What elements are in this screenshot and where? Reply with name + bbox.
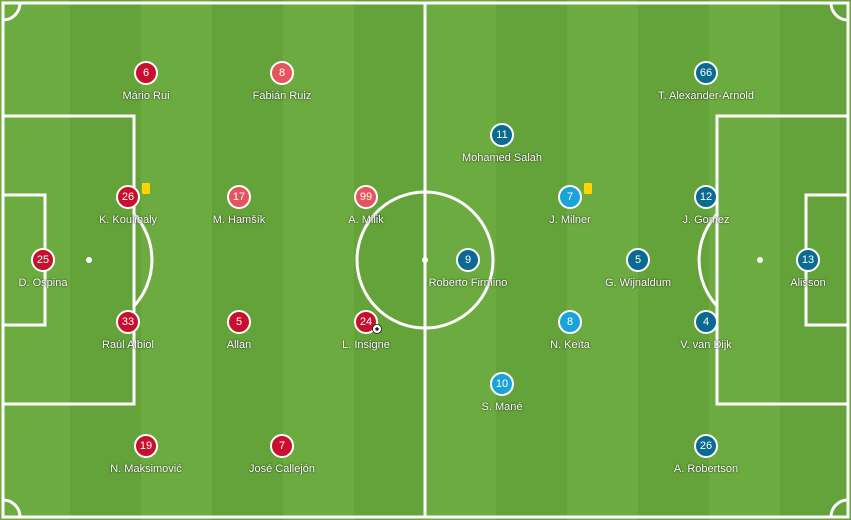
player-name: Raúl Albiol xyxy=(102,339,154,351)
shirt-number-badge: 19 xyxy=(134,434,158,458)
player-name: Mohamed Salah xyxy=(461,152,543,164)
center-spot xyxy=(422,257,428,263)
left-penalty-spot xyxy=(86,257,92,263)
player-name: D. Ospina xyxy=(18,277,68,289)
shirt-number-badge: 5 xyxy=(626,248,650,272)
shirt-number-badge: 7 xyxy=(270,434,294,458)
player-name: S. Mané xyxy=(481,401,523,413)
corner-arc-bottom-left xyxy=(2,498,22,518)
napoli-player[interactable]: 17 M. Hamšík xyxy=(159,185,319,237)
shirt-number-badge: 13 xyxy=(796,248,820,272)
liverpool-player[interactable]: 4 V. van Dijk xyxy=(626,310,786,362)
player-name: G. Wijnaldum xyxy=(604,277,672,289)
player-name: N. Keïta xyxy=(550,339,590,351)
shirt-number-badge: 10 xyxy=(490,372,514,396)
shirt-number-badge: 8 xyxy=(270,61,294,85)
napoli-player[interactable]: 99 A. Milik xyxy=(286,185,446,237)
yellow-card-icon xyxy=(142,183,150,194)
liverpool-player[interactable]: 5 G. Wijnaldum xyxy=(558,248,718,300)
shirt-number-badge: 4 xyxy=(694,310,718,334)
liverpool-player[interactable]: 66 T. Alexander-Arnold xyxy=(626,61,786,113)
shirt-number-badge: 5 xyxy=(227,310,251,334)
player-name: K. Koulibaly xyxy=(98,214,158,226)
shirt-number-badge: 25 xyxy=(31,248,55,272)
player-name: J. Milner xyxy=(549,214,591,226)
center-circle xyxy=(355,190,495,330)
shirt-number-badge: 11 xyxy=(490,123,514,147)
liverpool-player[interactable]: 7 J. Milner xyxy=(490,183,650,237)
player-name: L. Insigne xyxy=(342,339,390,351)
player-name: M. Hamšík xyxy=(212,214,266,226)
player-name: Alisson xyxy=(790,277,826,289)
left-penalty-arc xyxy=(132,212,154,308)
liverpool-player[interactable]: 10 S. Mané xyxy=(422,372,582,424)
corner-arc-top-left xyxy=(2,2,22,22)
shirt-number-badge: 9 xyxy=(456,248,480,272)
player-name: Allan xyxy=(226,339,252,351)
shirt-number-badge: 6 xyxy=(134,61,158,85)
player-name: T. Alexander-Arnold xyxy=(658,90,754,102)
player-name: A. Milik xyxy=(348,214,384,226)
shirt-number-badge: 33 xyxy=(116,310,140,334)
shirt-number-badge: 12 xyxy=(694,185,718,209)
napoli-player[interactable]: 26 K. Koulibaly xyxy=(48,183,208,237)
right-penalty-spot xyxy=(757,257,763,263)
liverpool-player[interactable]: 26 A. Robertson xyxy=(626,434,786,486)
player-name: Fabián Ruiz xyxy=(252,90,312,102)
shirt-number-badge: 26 xyxy=(694,434,718,458)
shirt-number-badge: 26 xyxy=(116,185,140,209)
player-name: Roberto Firmino xyxy=(428,277,508,289)
player-name: V. van Dijk xyxy=(680,339,732,351)
shirt-number-badge: 17 xyxy=(227,185,251,209)
shirt-number-badge: 8 xyxy=(558,310,582,334)
football-icon xyxy=(372,324,382,334)
shirt-number-badge: 66 xyxy=(694,61,718,85)
player-name: Mário Rui xyxy=(122,90,170,102)
liverpool-player[interactable]: 12 J. Gomez xyxy=(626,185,786,237)
napoli-player[interactable]: 25 D. Ospina xyxy=(0,248,123,300)
corner-arc-bottom-right xyxy=(829,498,849,518)
player-name: N. Maksimović xyxy=(110,463,182,475)
corner-arc-top-right xyxy=(829,2,849,22)
yellow-card-icon xyxy=(584,183,592,194)
player-name: José Callejón xyxy=(248,463,316,475)
player-name: A. Robertson xyxy=(673,463,739,475)
shirt-number-badge: 99 xyxy=(354,185,378,209)
player-name: J. Gomez xyxy=(682,214,730,226)
napoli-player[interactable]: 19 N. Maksimović xyxy=(66,434,226,486)
right-penalty-arc xyxy=(697,212,719,308)
liverpool-player[interactable]: 8 N. Keïta xyxy=(490,310,650,362)
shirt-number-badge: 7 xyxy=(558,185,582,209)
